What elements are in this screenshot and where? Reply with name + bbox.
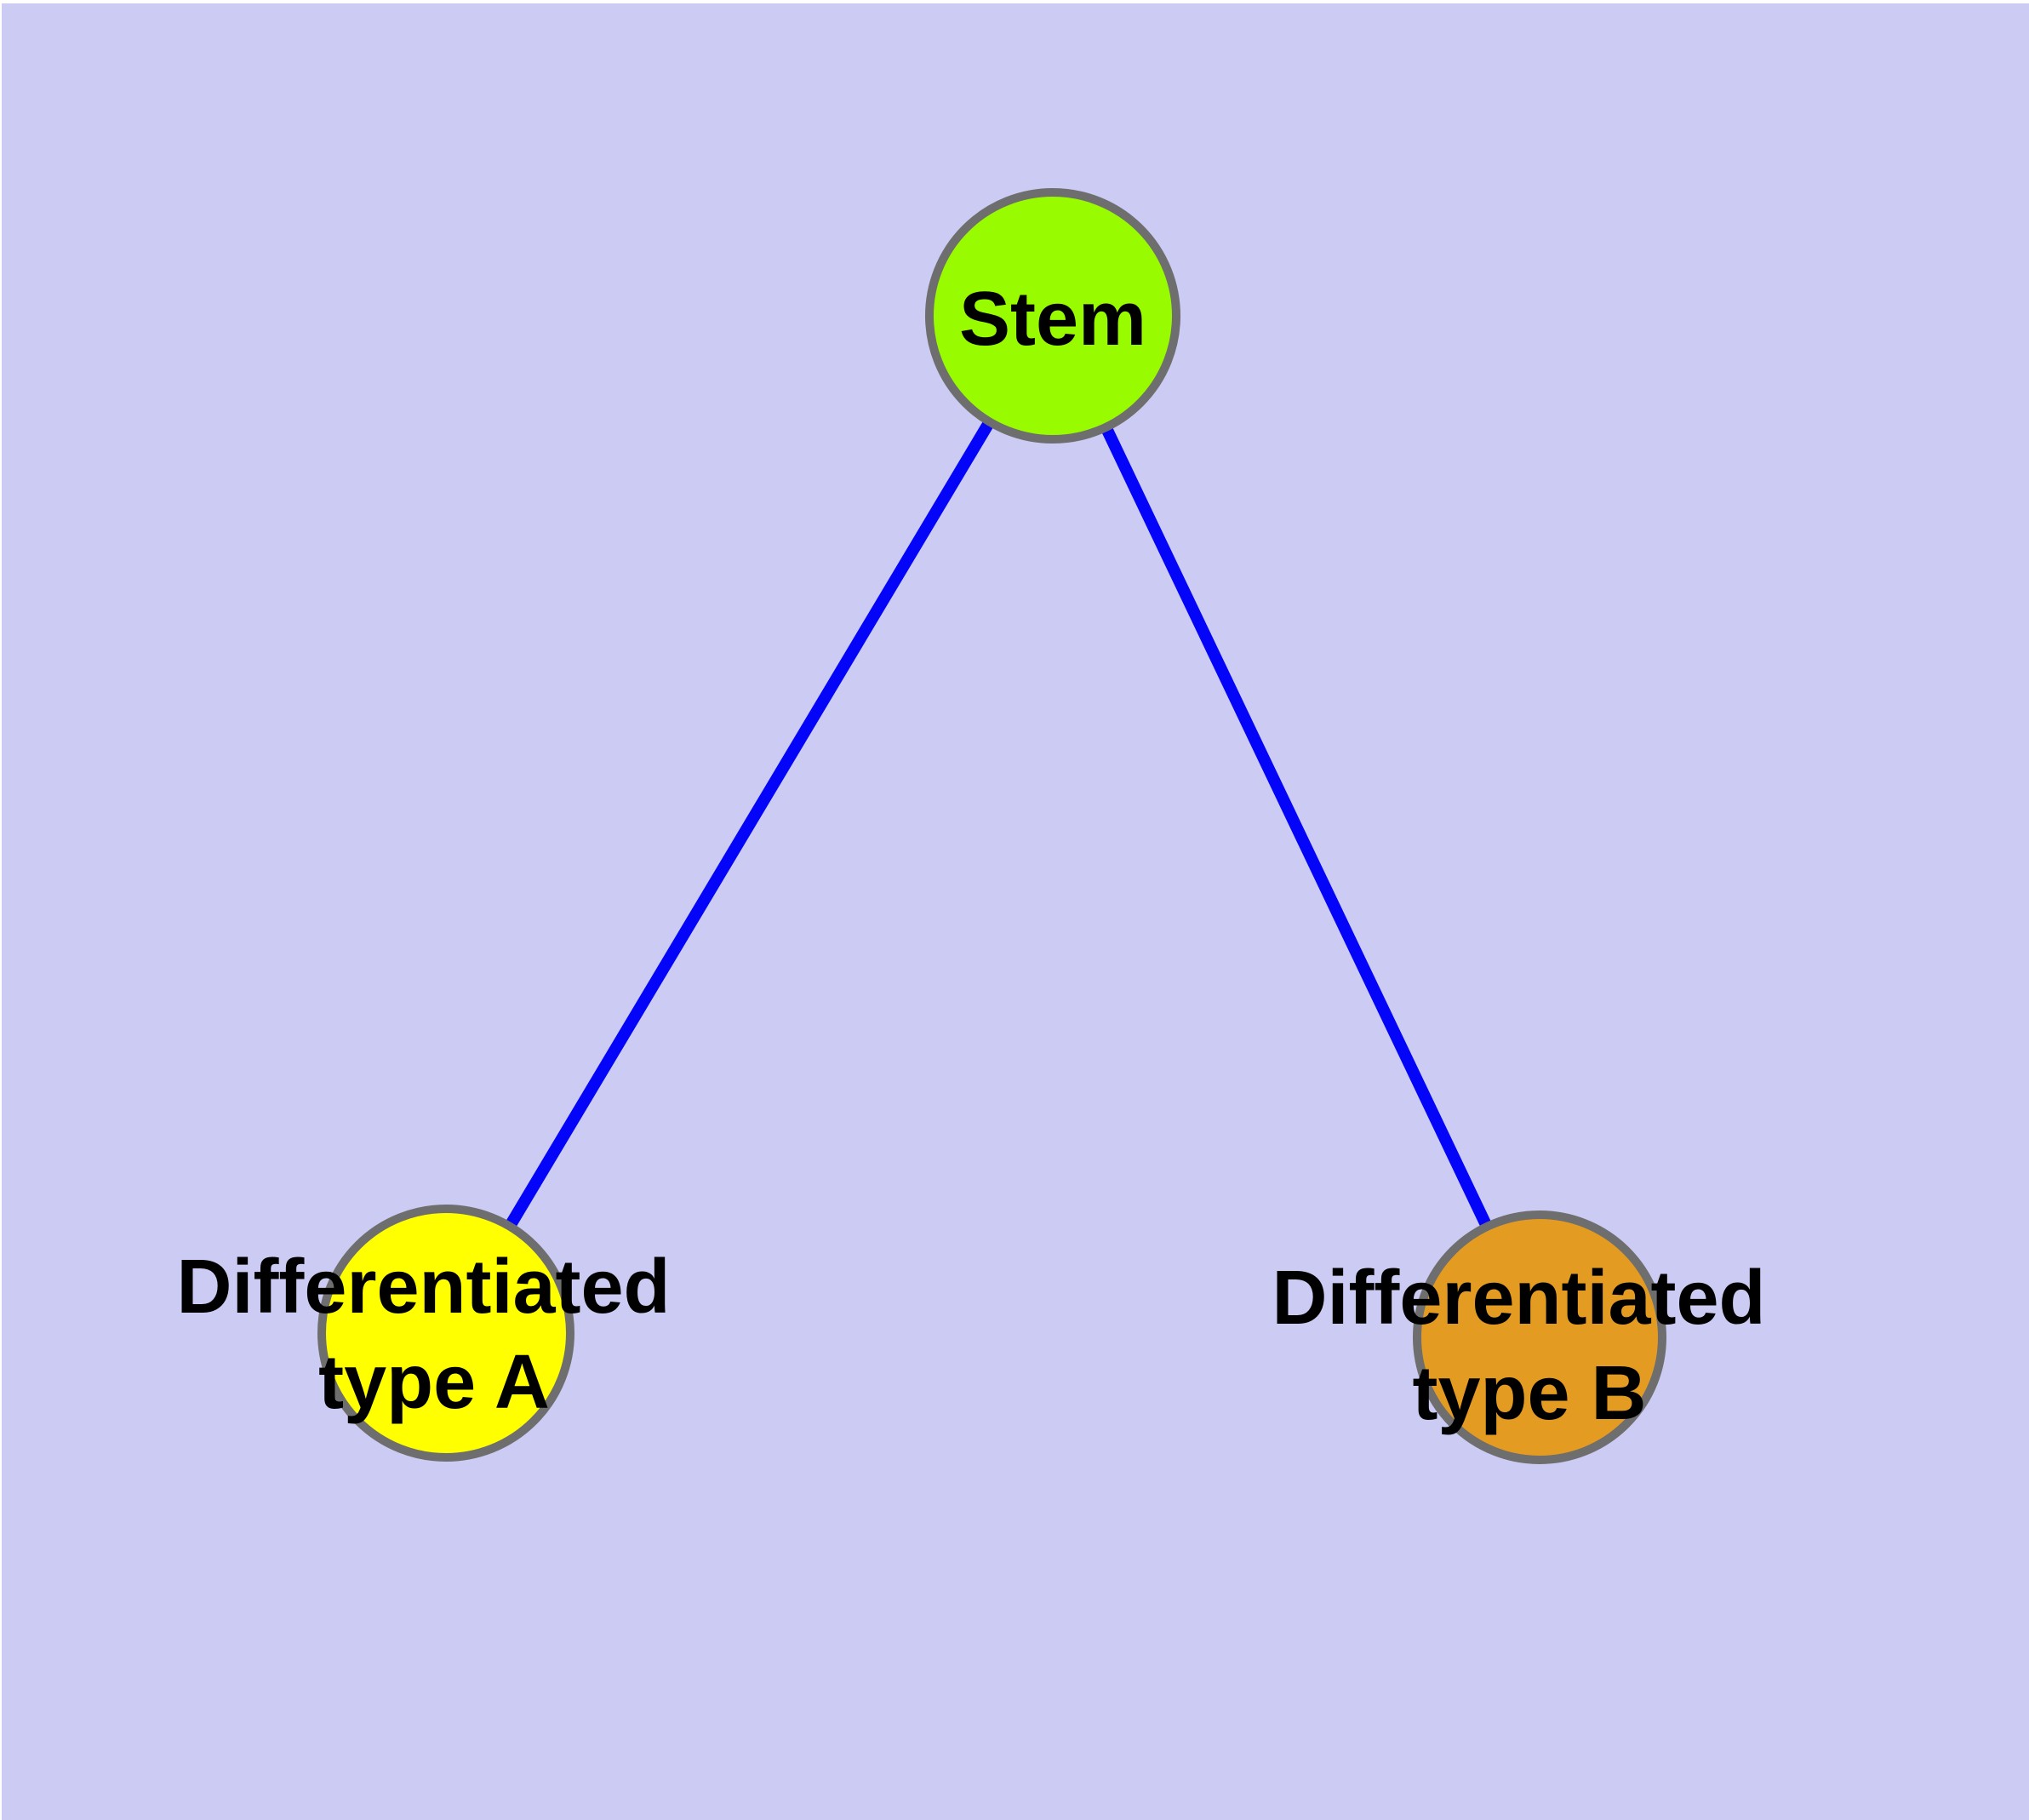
edge-stem-to-type-a (440, 312, 1059, 1336)
label-line: type B (1412, 1351, 1646, 1436)
differentiated-type-b-node (1413, 1210, 1666, 1464)
differentiated-type-b-label: Differentiated type B (1272, 1256, 1786, 1436)
label-line: Differentiated (1272, 1256, 1765, 1341)
stem-node (925, 188, 1180, 444)
differentiated-type-a-label: Differentiated type A (176, 1245, 691, 1425)
label-line: Differentiated (176, 1245, 670, 1330)
edge-stem-to-type-b (1047, 312, 1546, 1341)
stem-node-label: Stem (959, 277, 1146, 362)
label-line: type A (318, 1340, 550, 1425)
differentiated-type-a-node (317, 1205, 574, 1462)
